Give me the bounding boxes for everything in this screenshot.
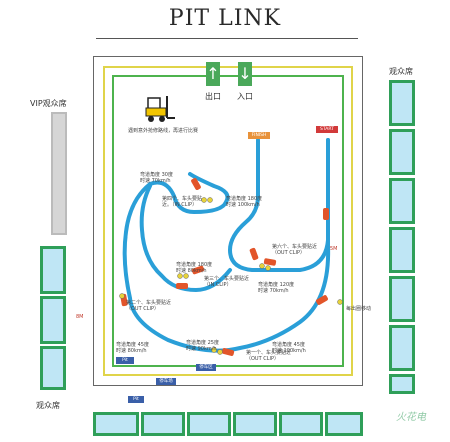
title-divider (96, 38, 358, 39)
forklift-caption: 遇到意外抢修路线，再进行比赛 (128, 128, 199, 134)
track-segment-main (122, 138, 331, 353)
pit-box-4: Pit (128, 396, 144, 403)
spectator-stand-bottom-6 (325, 412, 363, 436)
entrance-arrow-icon: ↓ (238, 62, 252, 86)
spectator-label-top-right: 观众席 (389, 67, 413, 76)
start-box: START (316, 126, 338, 133)
distance-mark-left: 8M (76, 314, 84, 320)
car-icon (176, 283, 188, 289)
pit-box-1: Pit (116, 357, 134, 364)
cone-marker (183, 273, 189, 279)
note-4: 第六个、车头要贴近（OUT CLIP） (272, 244, 318, 256)
note-12: 弯道角度 45度时速 100km/h (272, 342, 306, 354)
note-11: 第一个、车头要贴近（OUT CLIP） (246, 350, 292, 362)
cone-marker (259, 263, 265, 269)
distance-mark-right: 5M (330, 246, 338, 252)
note-9: 弯道角度 45度时速 80km/h (116, 342, 149, 354)
cone-marker (337, 299, 343, 305)
exit-arrow-icon: ↑ (206, 62, 220, 86)
spectator-stand-left-3 (40, 346, 66, 390)
cone-marker (217, 349, 223, 355)
spectator-stand-right-1 (389, 80, 415, 126)
spectator-stand-left-1 (40, 246, 66, 294)
note-2: 第四个、车头要贴近。（IN CLIP） (162, 196, 203, 208)
note-5: 弯道角度 180度时速 80km/h (176, 262, 213, 274)
side-note: 每出圈移动 (346, 306, 372, 312)
pit-box-3: 停车场 (156, 378, 176, 385)
spectator-stand-right-5 (389, 276, 415, 322)
pit-box-2: 停车区 (196, 364, 216, 371)
spectator-stand-right-7 (389, 374, 415, 394)
car-icon (323, 208, 329, 220)
note-8: 第二个、车头要贴近（OUT CLIP） (126, 300, 172, 312)
note-10: 弯道角度 25度时速 90km/h (186, 340, 219, 352)
spectator-stand-right-3 (389, 178, 415, 224)
spectator-label-bottom-left: 观众席 (36, 401, 60, 410)
spectator-stand-left-2 (40, 296, 66, 344)
car-icon (221, 347, 235, 357)
note-6: 第三个、车头要贴近（IN CLIP） (204, 276, 250, 288)
note-7: 弯道角度 120度时速 70km/h (258, 282, 295, 294)
finish-box: FINISH (248, 132, 270, 139)
exit-label: 出口 (205, 92, 221, 101)
vip-label: VIP观众席 (30, 99, 67, 108)
car-icon (191, 178, 201, 190)
cone-marker (265, 265, 271, 271)
spectator-stand-bottom-3 (187, 412, 231, 436)
track-segment-inner (139, 184, 232, 293)
spectator-stand-bottom-1 (93, 412, 139, 436)
forklift-icon (145, 96, 175, 122)
cone-marker (177, 273, 183, 279)
spectator-stand-bottom-5 (279, 412, 323, 436)
car-icon (316, 295, 328, 305)
car-icon (263, 258, 277, 266)
outer-barrier-ring (103, 66, 353, 376)
note-3: 弯道角度 180度时速 100km/h (226, 196, 263, 208)
car-icon (191, 265, 205, 275)
spectator-stand-right-6 (389, 325, 415, 371)
vip-stand (51, 112, 67, 235)
inner-barrier-ring (112, 75, 344, 367)
note-1: 弯道角度 30度时速 70km/h (140, 172, 173, 184)
watermark-text: 火花电 (396, 412, 426, 423)
pit-area-frame (93, 56, 363, 386)
spectator-stand-bottom-4 (233, 412, 277, 436)
entrance-label: 入口 (237, 92, 253, 101)
page-title: PIT LINK (168, 6, 282, 31)
car-icon (249, 247, 259, 261)
cone-marker (201, 197, 207, 203)
spectator-stand-bottom-2 (141, 412, 185, 436)
cone-marker (207, 197, 213, 203)
cone-marker (211, 347, 217, 353)
spectator-stand-right-4 (389, 227, 415, 273)
track-segment-finish (227, 138, 330, 272)
spectator-stand-right-2 (389, 129, 415, 175)
cone-marker (119, 293, 125, 299)
